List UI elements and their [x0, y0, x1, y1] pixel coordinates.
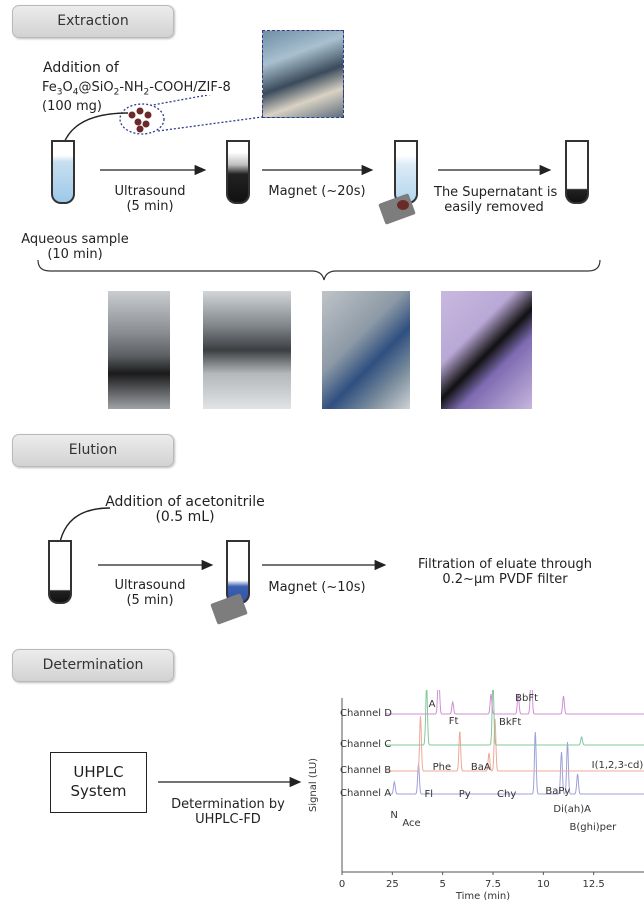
peak-label-2: BbFt	[515, 693, 538, 704]
aqueous-sample-label: Aqueous sample (10 min)	[20, 232, 130, 262]
elution-magnet-block	[210, 593, 248, 625]
elution-arrows	[98, 559, 387, 571]
photo-sorbent-collection	[441, 291, 532, 409]
peak-label-13: Ace	[402, 818, 420, 829]
determination-line1: Determination by	[171, 797, 285, 812]
uhplc-system-box: UHPLC System	[50, 752, 147, 813]
ultrasound-label-2-line2: (5 min)	[126, 593, 174, 608]
magnet-block	[378, 193, 416, 225]
x-tick-label-3: 7.5	[485, 879, 501, 890]
peak-label-11: Di(ah)A	[553, 804, 591, 815]
peak-label-3: BkFt	[499, 717, 521, 728]
series-1	[386, 715, 644, 772]
ultrasound-label-1-line1: Ultrasound	[114, 184, 186, 199]
peak-label-6: I(1,2,3-cd)Py	[592, 760, 644, 771]
acetonitrile-line2: (0.5 mL)	[155, 509, 215, 525]
x-tick-label-0: 0	[339, 879, 345, 890]
tube-elution-start	[48, 540, 72, 604]
series-2	[386, 690, 644, 746]
peak-label-4: Phe	[433, 762, 452, 773]
filtration-label: Filtration of eluate through 0.2~µm PVDF…	[395, 557, 615, 587]
magnet-label-1: Magnet (~20s)	[268, 184, 366, 199]
peak-label-8: Py	[459, 789, 471, 800]
determination-header: Determination	[12, 649, 174, 682]
peak-label-10: BaPy	[545, 786, 570, 797]
uhplc-line1: UHPLC	[73, 763, 124, 781]
supernatant-label: The Supernatant is easily removed	[434, 185, 558, 215]
sorbent-formula: Fe3O4@SiO2-NH2-COOH/ZIF-8	[42, 80, 231, 101]
jar-photo	[262, 30, 344, 118]
channel-label-2: Channel C	[340, 739, 391, 750]
peak-label-1: Ft	[449, 716, 459, 727]
aqueous-sample-line2: (10 min)	[47, 247, 103, 262]
extraction-header: Extraction	[12, 5, 174, 38]
determination-arrow	[158, 776, 302, 788]
filtration-line2: 0.2~µm PVDF filter	[442, 572, 568, 587]
addition-label: Addition of	[43, 60, 119, 76]
x-tick-label-4: 10	[537, 879, 550, 890]
supernatant-line2: easily removed	[444, 200, 544, 215]
acetonitrile-label: Addition of acetonitrile (0.5 mL)	[95, 495, 275, 525]
channel-label-1: Channel B	[340, 765, 391, 776]
magnet-label-2: Magnet (~10s)	[268, 580, 366, 595]
determination-line2: UHPLC-FD	[195, 812, 261, 827]
tube-after-ultrasound	[226, 140, 250, 204]
elution-header: Elution	[12, 434, 174, 467]
tube-elution-magnet	[226, 540, 250, 604]
ultrasound-label-1-line2: (5 min)	[126, 199, 174, 214]
extraction-arrows	[100, 164, 552, 176]
x-tick-label-5: 12.5	[583, 879, 605, 890]
aqueous-sample-line1: Aqueous sample	[21, 232, 129, 247]
curly-brace	[37, 259, 601, 281]
x-tick-label-1: 25	[386, 879, 399, 890]
acetonitrile-line1: Addition of acetonitrile	[105, 494, 265, 510]
ultrasound-label-2: Ultrasound (5 min)	[110, 578, 190, 608]
x-tick-label-2: 5	[439, 879, 445, 890]
determination-label: Determination by UHPLC-FD	[168, 797, 288, 827]
peak-label-9: Chy	[497, 789, 516, 800]
peak-label-5: BaA	[471, 762, 491, 773]
x-axis-label: Time (min)	[455, 891, 510, 900]
photo-supernatant-removal	[322, 291, 410, 409]
y-axis-label: Signal (LU)	[308, 758, 319, 812]
uhplc-line2: System	[70, 782, 127, 800]
peak-label-7: Fl	[425, 789, 434, 800]
channel-label-3: Channel D	[340, 708, 392, 719]
ultrasound-label-1: Ultrasound (5 min)	[110, 184, 190, 214]
photo-ultrasound-setup	[108, 291, 170, 409]
supernatant-line1: The Supernatant is	[434, 185, 558, 200]
tube-supernatant-removed	[565, 140, 589, 204]
particle-magnifier	[119, 95, 263, 135]
sorbent-amount: (100 mg)	[42, 99, 103, 114]
peak-label-0: A	[429, 699, 436, 710]
ultrasound-label-2-line1: Ultrasound	[114, 578, 186, 593]
peak-label-12: N	[390, 810, 397, 821]
sorbent-formula-text: Fe3O4@SiO2-NH2-COOH/ZIF-8	[42, 80, 231, 98]
series-3	[386, 690, 644, 715]
peak-label-14: B(ghi)per	[570, 822, 618, 833]
channel-label-0: Channel A	[340, 788, 391, 799]
magnetic-particles	[397, 200, 409, 210]
series-0	[386, 731, 644, 795]
photo-magnet-setup	[203, 291, 291, 409]
filtration-line1: Filtration of eluate through	[418, 557, 592, 572]
tube-aqueous-sample	[51, 140, 75, 204]
